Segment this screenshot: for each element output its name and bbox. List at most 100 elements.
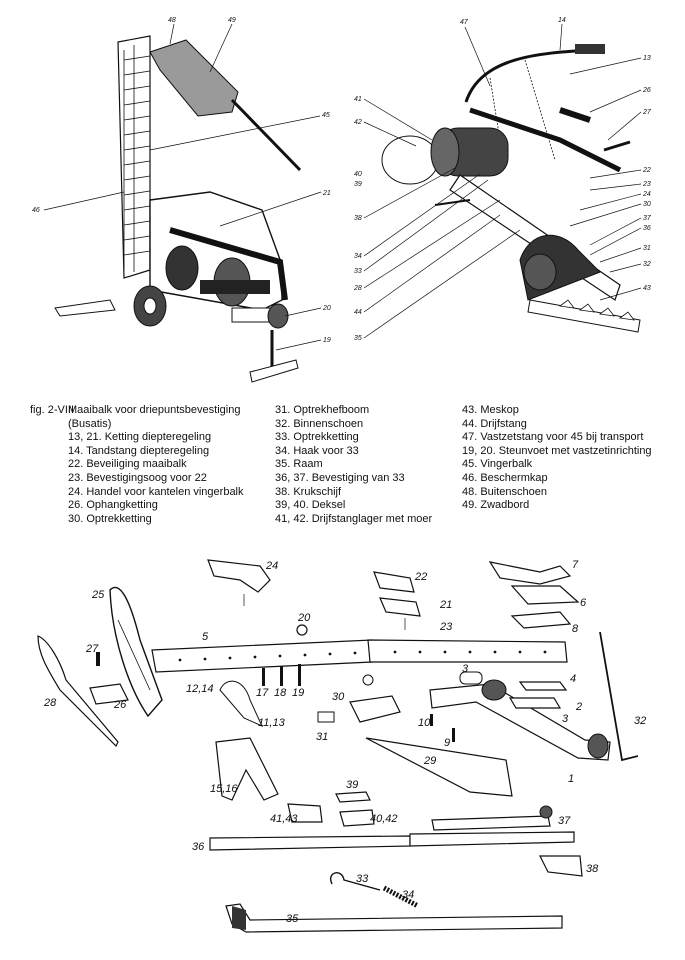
part-number-label: 26 — [113, 699, 127, 711]
part-number-label: 13 — [643, 55, 651, 62]
part-number-label: 43 — [643, 285, 651, 292]
part-number-label: 22 — [414, 571, 427, 583]
part-number-label: 23 — [642, 181, 651, 188]
part-number-label: 5 — [202, 631, 209, 643]
part-number-label: 49 — [228, 17, 236, 24]
part-number-label: 40,42 — [370, 813, 398, 825]
labels-exploded: 24 22 21 23 7 6 8 25 20 5 27 26 28 3 17 … — [43, 559, 646, 925]
part-number-label: 22 — [642, 167, 651, 174]
part-number-label: 34 — [402, 889, 414, 901]
part-number-label: 33 — [354, 268, 362, 275]
legend-item: 36, 37. Bevestiging van 33 — [275, 471, 405, 484]
part-number-label: 37 — [643, 215, 652, 222]
part-number-label: 6 — [580, 597, 587, 609]
part-number-label: 44 — [354, 309, 362, 316]
part-number-label: 32 — [643, 261, 651, 268]
part-number-label: 42 — [354, 119, 362, 126]
part-number-label: 27 — [642, 109, 652, 116]
legend-item: 38. Krukschijf — [275, 485, 342, 498]
legend-item: 47. Vastzetstang voor 45 bij transport — [462, 431, 644, 444]
exploded-parts — [37, 559, 639, 933]
part-number-label: 12,14 — [186, 683, 214, 695]
part-number-label: 24 — [642, 191, 651, 198]
legend-item: 44. Drijfstang — [462, 417, 527, 430]
part-number-label: 30 — [643, 201, 651, 208]
part-number-label: 24 — [265, 560, 278, 572]
legend-item: 34. Haak voor 33 — [275, 444, 359, 457]
legend-item: 46. Beschermkap — [462, 471, 548, 484]
legend-column-2: 31. Optrekhefboom 32. Binnenschoen 33. O… — [275, 404, 432, 526]
legend-item: 43. Meskop — [462, 404, 519, 416]
part-number-label: 20 — [297, 612, 311, 624]
legend-item: 26. Ophangketting — [68, 499, 158, 512]
part-number-label: 14 — [558, 17, 566, 24]
legend-item: 19, 20. Steunvoet met vastzetinrichting — [462, 444, 652, 457]
labels-right: 47 14 13 41 42 40 39 38 34 33 28 44 35 2… — [353, 17, 652, 342]
part-number-label: 45 — [322, 112, 330, 119]
part-number-label: 20 — [322, 305, 331, 312]
part-number-label: 4 — [570, 673, 576, 685]
part-number-label: 28 — [353, 285, 362, 292]
part-number-label: 27 — [85, 643, 99, 655]
part-number-label: 3 — [462, 663, 469, 675]
part-number-label: 34 — [354, 253, 362, 260]
part-number-label: 33 — [356, 873, 369, 885]
figure-label: fig. 2-VIII — [30, 404, 75, 416]
part-number-label: 7 — [572, 559, 579, 571]
legend-item: 39, 40. Deksel — [275, 499, 346, 512]
legend-item: 30. Optrekketting — [68, 512, 152, 525]
part-number-label: 18 — [274, 687, 287, 699]
part-number-label: 38 — [586, 863, 599, 875]
part-number-label: 29 — [423, 755, 436, 767]
part-number-label: 32 — [634, 715, 646, 727]
part-number-label: 47 — [460, 19, 469, 26]
legend-item: 13, 21. Ketting diepteregeling — [68, 431, 212, 444]
part-number-label: 37 — [558, 815, 571, 827]
part-number-label: 48 — [168, 17, 176, 24]
part-number-label: 11,13 — [258, 717, 286, 729]
legend-item: 14. Tandstang diepteregeling — [68, 444, 210, 457]
part-number-label: 1 — [568, 773, 574, 785]
legend-item: 41, 42. Drijfstanglager met moer — [275, 512, 433, 525]
part-number-label: 31 — [643, 245, 651, 252]
part-number-label: 23 — [439, 621, 453, 633]
labels-left: 48 49 45 46 21 20 19 — [32, 17, 331, 351]
part-number-label: 36 — [643, 225, 651, 232]
part-number-label: 30 — [332, 691, 345, 703]
part-number-label: 3 — [562, 713, 569, 725]
caption-subtitle: (Busatis) — [68, 417, 112, 430]
part-number-label: 15,16 — [210, 783, 238, 795]
part-number-label: 19 — [323, 337, 331, 344]
legend-item: 49. Zwadbord — [462, 499, 530, 512]
part-number-label: 25 — [91, 589, 105, 601]
part-number-label: 35 — [286, 913, 299, 925]
legend-item: 32. Binnenschoen — [275, 417, 364, 430]
legend-item: 31. Optrekhefboom — [275, 404, 370, 416]
legend-item: 22. Beveiliging maaibalk — [68, 458, 187, 471]
part-number-label: 28 — [43, 697, 57, 709]
part-number-label: 9 — [444, 737, 450, 749]
legend-item: 45. Vingerbalk — [462, 458, 533, 471]
part-number-label: 2 — [575, 701, 582, 713]
part-number-label: 41 — [354, 96, 362, 103]
legend-item: 48. Buitenschoen — [462, 485, 548, 498]
legend-item: 35. Raam — [275, 458, 323, 471]
part-number-label: 46 — [32, 207, 40, 214]
part-number-label: 10 — [418, 717, 431, 729]
legend-item: 33. Optrekketting — [275, 431, 359, 444]
part-number-label: 41,43 — [270, 813, 298, 825]
mower-assembly-left — [54, 35, 302, 383]
part-number-label: 19 — [292, 687, 304, 699]
part-number-label: 8 — [572, 623, 579, 635]
part-number-label: 40 — [354, 171, 362, 178]
mower-assembly-right — [381, 44, 641, 333]
caption-title: Maaibalk voor driepuntsbevestiging — [68, 404, 241, 416]
part-number-label: 39 — [346, 779, 358, 791]
legend-column-3: 43. Meskop 44. Drijfstang 47. Vastzetsta… — [462, 404, 652, 513]
part-number-label: 36 — [192, 841, 205, 853]
legend-column-1: fig. 2-VIIIMaaibalk voor driepuntsbevest… — [30, 404, 244, 526]
legend-item: 23. Bevestigingsoog voor 22 — [68, 471, 207, 484]
caption-title-line: fig. 2-VIIIMaaibalk voor driepuntsbevest… — [30, 404, 244, 418]
part-number-label: 21 — [322, 190, 331, 197]
